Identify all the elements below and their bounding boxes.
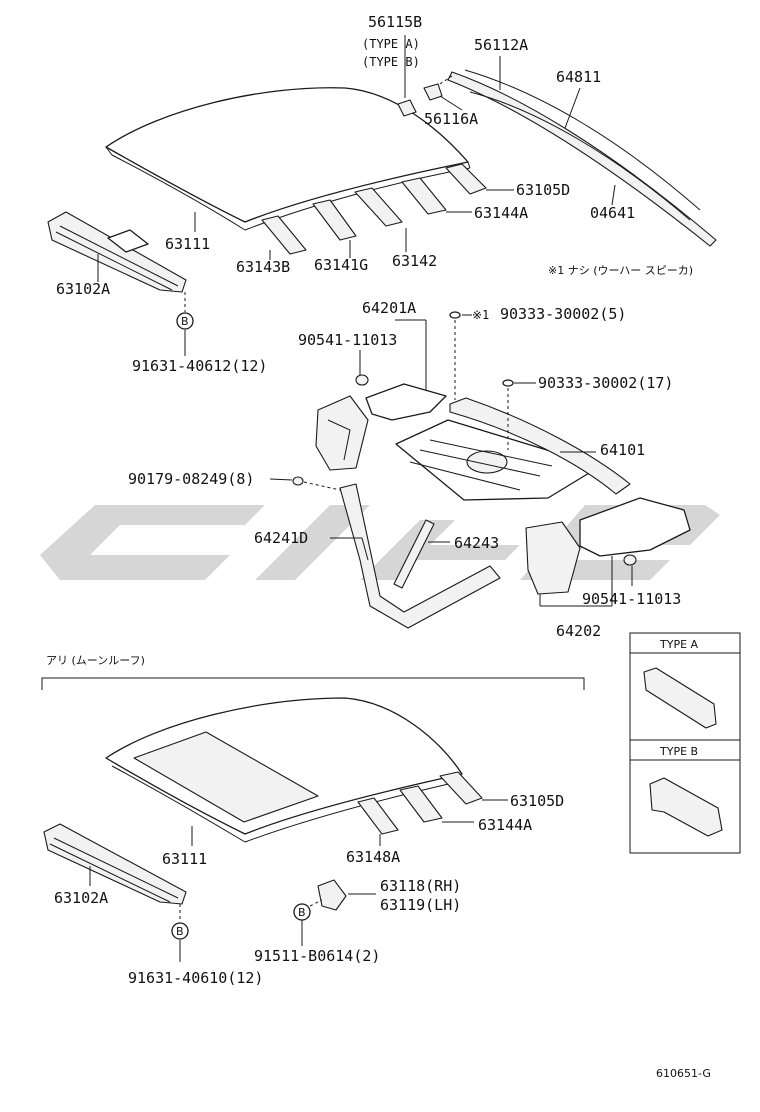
- label-64243: 64243: [454, 534, 499, 552]
- label-64101: 64101: [600, 441, 645, 459]
- marker-b-mid: B: [298, 906, 306, 919]
- clip-56116a: [423, 83, 443, 101]
- label-63105d: 63105D: [516, 181, 570, 199]
- label-type-b: (TYPE B): [362, 55, 420, 69]
- roof-bow-63144a-lower: [399, 785, 443, 823]
- nut-90541-bottom: [623, 554, 637, 566]
- label-63142: 63142: [392, 252, 437, 270]
- label-64201a: 64201A: [362, 299, 416, 317]
- label-91631-40612: 91631-40612(12): [132, 357, 267, 375]
- label-64241d: 64241D: [254, 529, 308, 547]
- roof-bow-63105d-lower: [439, 771, 483, 805]
- label-type-b-box: TYPE B: [659, 745, 698, 758]
- lower-section: アリ (ムーンルーフ) 63105D 63144A 63111 63148A 6…: [41, 654, 585, 987]
- rear-side-trim-64811: [447, 71, 717, 247]
- roof-bow-63144a: [401, 177, 447, 215]
- nut-90541-top: [355, 374, 369, 386]
- bracket-64202: [525, 521, 581, 595]
- middle-section: 64201A ※1 90333-30002(5) 90541-11013 903…: [128, 299, 691, 640]
- marker-b-upper: B: [181, 315, 189, 328]
- label-63144a: 63144A: [474, 204, 528, 222]
- roof-bow-63148a: [357, 797, 399, 835]
- roof-panel-lower: [105, 697, 463, 835]
- upper-section: 56115B (TYPE A) (TYPE B) 56112A 64811 56…: [47, 13, 717, 375]
- label-63143b: 63143B: [236, 258, 290, 276]
- roof-bow-63143b: [261, 215, 307, 255]
- label-note-1: ※1 ナシ (ウーハー スピーカ): [548, 264, 693, 277]
- label-type-a: (TYPE A): [362, 37, 420, 51]
- label-56115b: 56115B: [368, 13, 422, 31]
- sunroof-opening: [133, 731, 319, 823]
- label-63102a-upper: 63102A: [56, 280, 110, 298]
- label-56116a: 56116A: [424, 110, 478, 128]
- label-63111-upper: 63111: [165, 235, 210, 253]
- label-04641: 04641: [590, 204, 635, 222]
- label-90333-30002-17: 90333-30002(17): [538, 374, 673, 392]
- label-type-a-box: TYPE A: [659, 638, 699, 651]
- label-section-moonroof: アリ (ムーンルーフ): [46, 654, 145, 667]
- label-63118: 63118(RH): [380, 877, 461, 895]
- label-63105d-lower: 63105D: [510, 792, 564, 810]
- label-63111-lower: 63111: [162, 850, 207, 868]
- label-56112a: 56112A: [474, 36, 528, 54]
- front-header-63102a-lower: [43, 823, 187, 905]
- brace-64241d: [339, 483, 501, 629]
- bracket-63118-63119: [317, 879, 347, 911]
- label-63141g: 63141G: [314, 256, 368, 274]
- clip-56115b: [397, 99, 417, 117]
- label-90333-30002-5: 90333-30002(5): [500, 305, 626, 323]
- clip-type-a-illustration: [643, 667, 717, 729]
- label-90179-08249: 90179-08249(8): [128, 470, 254, 488]
- label-64811: 64811: [556, 68, 601, 86]
- label-64202: 64202: [556, 622, 601, 640]
- label-90541-11013-top: 90541-11013: [298, 331, 397, 349]
- clip-type-b-illustration: [649, 777, 723, 837]
- label-90541-11013-bottom: 90541-11013: [582, 590, 681, 608]
- label-63119: 63119(LH): [380, 896, 461, 914]
- label-63148a: 63148A: [346, 848, 400, 866]
- label-63144a-lower: 63144A: [478, 816, 532, 834]
- type-reference-box: TYPE A TYPE B: [629, 632, 741, 854]
- label-mark-1: ※1: [472, 308, 489, 322]
- label-63102a-lower: 63102A: [54, 889, 108, 907]
- bracket-64201a: [315, 395, 369, 471]
- label-91511-b0614: 91511-B0614(2): [254, 947, 380, 965]
- rod-64243: [393, 519, 435, 589]
- roof-bow-63105d: [445, 163, 487, 195]
- marker-b-left: B: [176, 925, 184, 938]
- diagram-code: 610651-G: [656, 1067, 711, 1080]
- label-91631-40610: 91631-40610(12): [128, 969, 263, 987]
